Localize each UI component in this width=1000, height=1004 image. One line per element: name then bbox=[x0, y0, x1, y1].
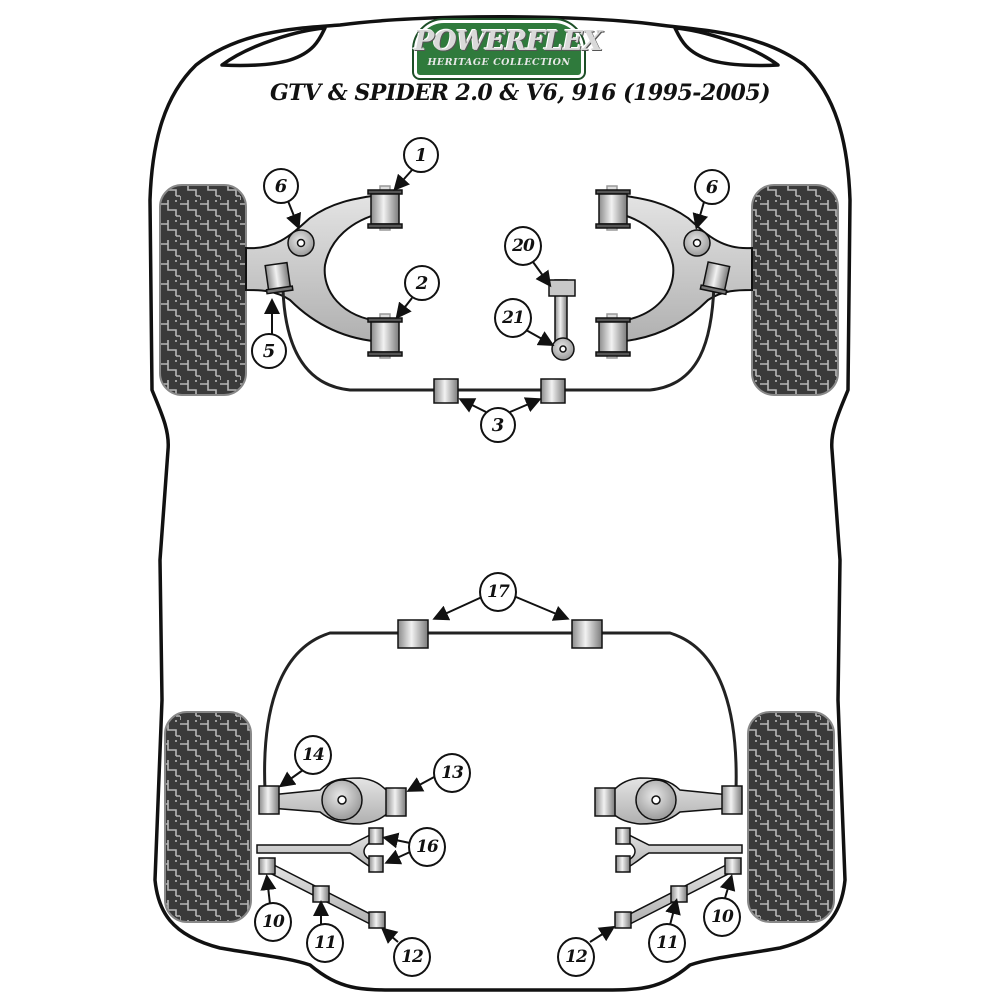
callout-1: 1 bbox=[403, 137, 439, 173]
logo-text: POWERFLEX bbox=[414, 26, 603, 57]
callout-16: 16 bbox=[408, 827, 446, 867]
tyre-rear-right bbox=[747, 711, 835, 923]
page-title: GTV & SPIDER 2.0 & V6, 916 (1995-2005) bbox=[270, 80, 771, 106]
bushing-1 bbox=[367, 185, 403, 231]
front-right-wishbone bbox=[612, 192, 753, 344]
callout-13: 13 bbox=[433, 753, 471, 793]
bushing-6-right bbox=[683, 229, 711, 257]
bushing-2-right bbox=[595, 313, 631, 359]
front-anti-roll-bar bbox=[281, 284, 716, 392]
bushing-17-right bbox=[571, 619, 603, 649]
callout-10-left: 10 bbox=[254, 902, 292, 942]
drop-link-20-21 bbox=[548, 279, 576, 361]
rear-right-trailing-arm bbox=[594, 777, 743, 825]
callout-3: 3 bbox=[480, 407, 516, 443]
logo-badge bbox=[412, 18, 586, 80]
callout-2: 2 bbox=[404, 265, 440, 301]
leader-arrows bbox=[260, 169, 736, 944]
front-bushings bbox=[264, 185, 731, 404]
callout-6-left: 6 bbox=[263, 168, 299, 204]
tyre-front-right bbox=[751, 184, 839, 396]
powerflex-logo: POWERFLEX HERITAGE COLLECTION bbox=[412, 18, 603, 80]
callout-6-right: 6 bbox=[694, 169, 730, 205]
rear-left-trailing-arm bbox=[258, 777, 407, 825]
bushing-3-left bbox=[433, 378, 459, 404]
callout-11-right: 11 bbox=[648, 923, 686, 963]
bushing-17-left bbox=[397, 619, 429, 649]
callout-12-left: 12 bbox=[393, 937, 431, 977]
rear-right-wishbone-16 bbox=[615, 827, 743, 873]
callout-11-left: 11 bbox=[306, 923, 344, 963]
bushing-1-right bbox=[595, 185, 631, 231]
bushing-5-left bbox=[264, 261, 294, 295]
tyres bbox=[159, 184, 839, 923]
bushing-2 bbox=[367, 313, 403, 359]
rear-left-lateral-link bbox=[258, 857, 386, 929]
tyre-front-left bbox=[159, 184, 247, 396]
bushing-3-right bbox=[540, 378, 566, 404]
callout-10-right: 10 bbox=[703, 897, 741, 937]
rear-left-wishbone-16 bbox=[256, 827, 384, 873]
callout-20: 20 bbox=[504, 226, 542, 266]
callout-17: 17 bbox=[479, 572, 517, 612]
car-body-outline bbox=[148, 15, 852, 992]
callout-12-right: 12 bbox=[557, 937, 595, 977]
callout-5: 5 bbox=[251, 333, 287, 369]
rear-right-lateral-link bbox=[614, 857, 742, 929]
callout-21: 21 bbox=[494, 298, 532, 338]
tyre-rear-left bbox=[164, 711, 252, 923]
rear-anti-roll-bar bbox=[263, 631, 738, 791]
callout-14: 14 bbox=[294, 735, 332, 775]
front-left-wishbone bbox=[245, 192, 386, 344]
logo-subtext: HERITAGE COLLECTION bbox=[427, 57, 571, 68]
rear-arb-bushings bbox=[397, 619, 603, 649]
bushing-6-left bbox=[287, 229, 315, 257]
bushing-5-right bbox=[699, 261, 731, 296]
